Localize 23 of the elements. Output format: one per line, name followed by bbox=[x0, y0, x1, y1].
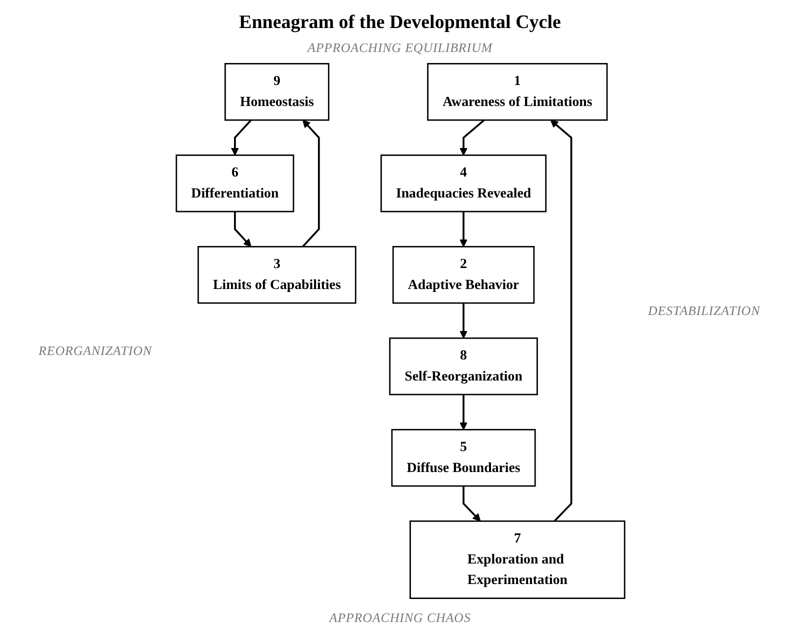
phase-label: APPROACHING CHAOS bbox=[328, 610, 472, 626]
phase-label: APPROACHING EQUILIBRIUM bbox=[306, 40, 494, 56]
node-box: 3 Limits of Capabilities bbox=[197, 246, 356, 304]
arrow bbox=[458, 119, 484, 156]
node-box: 9 Homeostasis bbox=[224, 63, 329, 121]
arrow bbox=[458, 212, 468, 248]
node-box: 4 Inadequacies Revealed bbox=[380, 154, 546, 212]
arrow bbox=[302, 120, 320, 248]
node-box: 6 Differentiation bbox=[175, 154, 294, 212]
arrow bbox=[458, 303, 468, 339]
arrow bbox=[458, 394, 468, 430]
arrow bbox=[462, 486, 480, 522]
diagram-title: Enneagram of the Developmental Cycle bbox=[239, 12, 561, 34]
node-box: 8 Self-Reorganization bbox=[388, 337, 538, 396]
arrow bbox=[550, 120, 572, 522]
phase-label: DESTABILIZATION bbox=[646, 303, 762, 319]
node-box: 1 Awareness of Limitations bbox=[426, 63, 608, 121]
node-box: 7 Exploration and Experimentation bbox=[409, 520, 625, 599]
phase-label: REORGANIZATION bbox=[38, 343, 154, 359]
node-box: 5 Diffuse Boundaries bbox=[390, 428, 536, 487]
arrow bbox=[234, 212, 251, 248]
node-box: 2 Adaptive Behavior bbox=[392, 246, 534, 304]
arrow bbox=[230, 119, 252, 156]
